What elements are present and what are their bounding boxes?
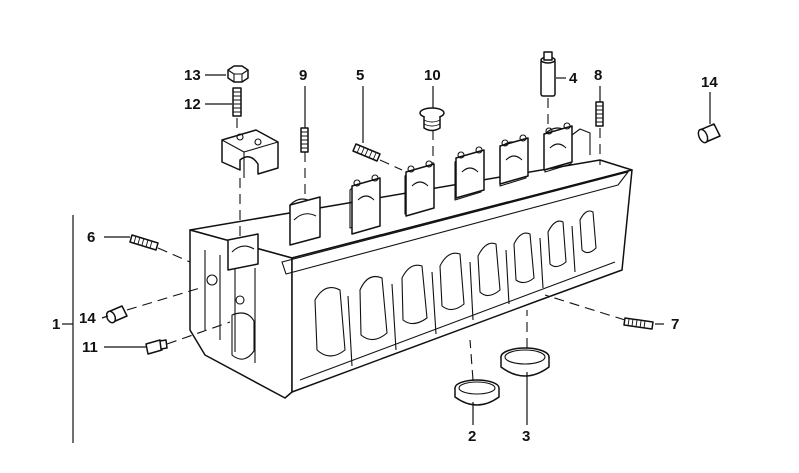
cylinder-head-icon <box>189 122 633 399</box>
stud-bolt-icon <box>232 87 242 117</box>
stud-bolt-icon <box>300 127 309 153</box>
callout-13: 13 <box>184 67 201 84</box>
stud-bolt-icon <box>595 101 604 127</box>
hex-nut-icon <box>227 65 249 83</box>
dowel-sleeve-icon <box>540 51 556 97</box>
screw-plug-icon <box>145 339 168 355</box>
callout-6: 6 <box>87 229 96 246</box>
callout-12: 12 <box>184 96 201 113</box>
callout-2: 2 <box>468 428 477 445</box>
callout-5: 5 <box>356 67 365 84</box>
dowel-sleeve-icon <box>105 305 128 324</box>
callout-11: 11 <box>82 339 98 356</box>
callout-4: 4 <box>569 70 578 87</box>
dowel-sleeve-icon <box>697 123 721 144</box>
callout-10: 10 <box>424 67 441 84</box>
screw-plug-icon <box>419 107 445 132</box>
camshaft-bearing-cap-icon <box>221 129 279 178</box>
leader-lines <box>62 74 711 443</box>
callout-14-left: 14 <box>79 310 96 327</box>
valve-seat-ring-icon <box>454 379 500 406</box>
stud-bolt-icon <box>352 143 381 162</box>
callout-8: 8 <box>594 67 603 84</box>
callout-3: 3 <box>522 428 531 445</box>
valve-seat-ring-icon <box>500 347 550 377</box>
stud-bolt-icon <box>129 234 159 251</box>
callout-14-right: 14 <box>701 74 718 91</box>
callout-1: 1 <box>52 316 61 333</box>
callout-9: 9 <box>299 67 308 84</box>
callout-7: 7 <box>671 316 680 333</box>
stud-bolt-icon <box>623 317 654 330</box>
